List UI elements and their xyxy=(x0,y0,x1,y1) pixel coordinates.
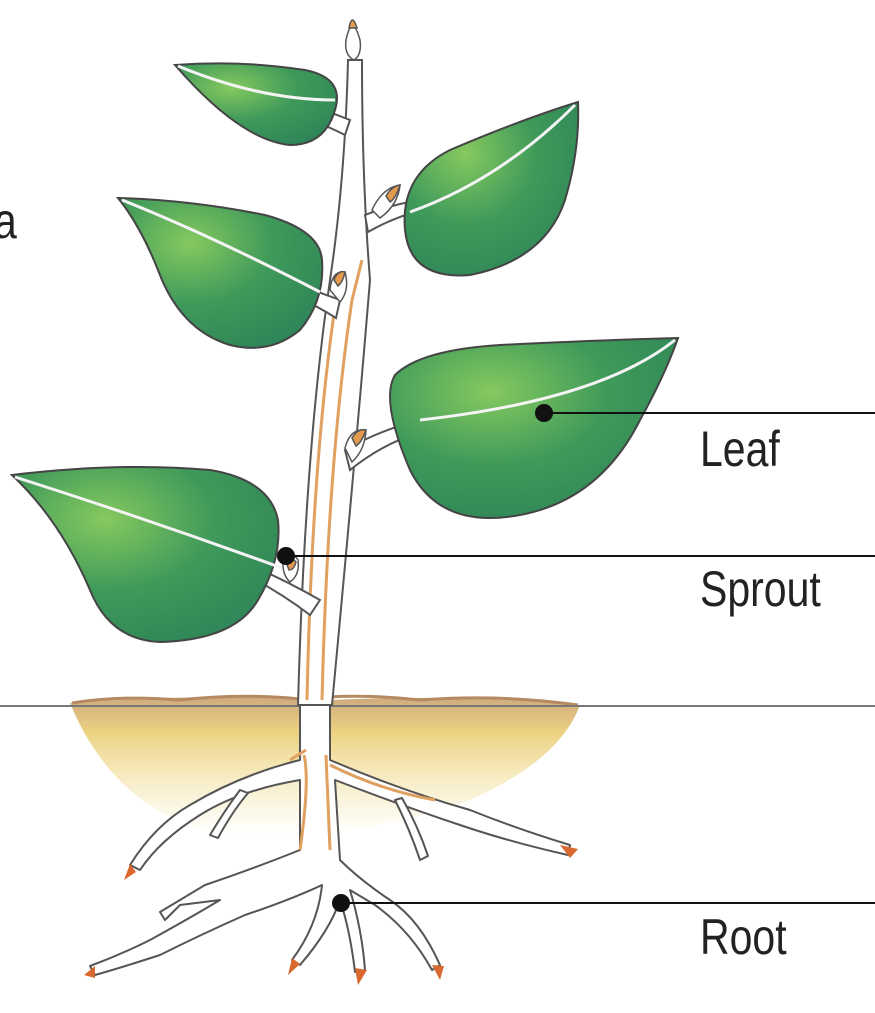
leaf-3 xyxy=(118,198,322,348)
leaf-4 xyxy=(390,338,678,518)
sprout-label: Sprout xyxy=(700,564,821,614)
leaf-5 xyxy=(12,467,282,642)
leaf-2 xyxy=(405,102,579,275)
root-label: Root xyxy=(700,912,787,962)
leaf-pointer-dot xyxy=(536,405,552,421)
leaf-label: Leaf xyxy=(700,424,780,474)
leaf-1 xyxy=(175,63,337,145)
root-pointer-dot xyxy=(333,895,349,911)
partial-label: a xyxy=(0,196,17,246)
sprout-pointer-dot xyxy=(278,548,294,564)
